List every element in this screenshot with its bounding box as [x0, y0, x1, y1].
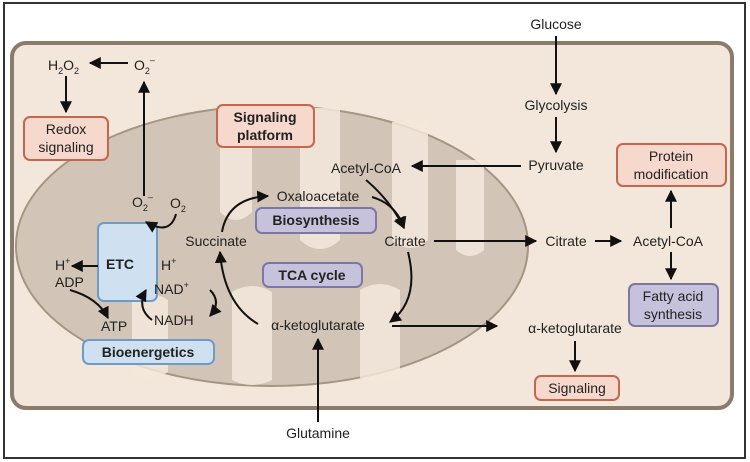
signaling-platform-line2: platform — [237, 127, 293, 143]
bioenergetics-label: Bioenergetics — [102, 344, 195, 360]
glucose-label: Glucose — [530, 16, 582, 32]
arrow-oxygen-superoxide — [144, 213, 177, 233]
signaling-label: Signaling — [548, 380, 606, 396]
signaling-platform-box: Signaling platform — [216, 104, 315, 148]
etc-box: ETC — [97, 222, 158, 302]
nad-plus-label: NAD+ — [154, 280, 189, 297]
adp-label: ADP — [55, 274, 84, 290]
signaling-box: Signaling — [534, 375, 620, 401]
arrow-adp-atp — [69, 289, 109, 320]
redox-label-line2: signaling — [38, 139, 93, 155]
signaling-platform-line1: Signaling — [234, 109, 297, 125]
pyruvate-label: Pyruvate — [528, 157, 583, 173]
crista — [132, 294, 168, 378]
arrow-nadh-etc — [135, 288, 153, 321]
acetyl-coa-cyto-label: Acetyl-CoA — [633, 233, 704, 249]
alpha-kg-cyto-label: α-ketoglutarate — [528, 320, 622, 336]
crista — [360, 284, 400, 383]
citrate-mito-label: Citrate — [384, 233, 425, 249]
superoxide-cyto-label: O2– — [134, 55, 155, 76]
biosynthesis-label: Biosynthesis — [272, 212, 359, 228]
arrow-oxaloacetate-citrate — [371, 196, 407, 230]
glycolysis-label: Glycolysis — [524, 97, 587, 113]
crista — [456, 160, 484, 256]
oxaloacetate-label: Oxaloacetate — [277, 188, 360, 204]
bioenergetics-box: Bioenergetics — [82, 339, 215, 365]
crista — [232, 286, 272, 385]
oxygen-label: O2 — [170, 195, 186, 214]
citrate-cyto-label: Citrate — [545, 233, 586, 249]
h-plus-right-label: H+ — [161, 256, 176, 273]
h-plus-left-label: H+ — [55, 256, 70, 273]
succinate-label: Succinate — [185, 233, 247, 249]
redox-signaling-box: Redox signaling — [23, 116, 109, 161]
arrow-citrate-alphakg — [389, 251, 413, 323]
arrow-tca-nad — [209, 289, 222, 317]
fatty-acid-line2: synthesis — [644, 306, 702, 322]
protein-mod-line1: Protein — [649, 148, 693, 164]
crista — [392, 122, 428, 248]
protein-modification-box: Protein modification — [616, 143, 727, 187]
arrow-alphakg-succinate — [214, 250, 259, 325]
fatty-acid-synthesis-box: Fatty acid synthesis — [628, 283, 719, 327]
alpha-kg-mito-label: α-ketoglutarate — [271, 317, 365, 333]
acetyl-coa-mito-label: Acetyl-CoA — [331, 160, 402, 176]
tca-cycle-box: TCA cycle — [262, 262, 363, 288]
glutamine-label: Glutamine — [286, 425, 350, 441]
protein-mod-line2: modification — [634, 166, 709, 182]
etc-label: ETC — [106, 256, 134, 272]
biosynthesis-box: Biosynthesis — [255, 207, 377, 234]
fatty-acid-line1: Fatty acid — [643, 288, 704, 304]
atp-label: ATP — [101, 318, 127, 334]
superoxide-mito-label: O2– — [132, 192, 153, 213]
redox-label-line1: Redox — [46, 121, 86, 137]
hydrogen-peroxide-label: H2O2 — [48, 57, 79, 76]
arrow-succinate-oxaloacetate — [221, 190, 270, 233]
nadh-label: NADH — [154, 312, 194, 328]
tca-cycle-label: TCA cycle — [278, 267, 345, 283]
